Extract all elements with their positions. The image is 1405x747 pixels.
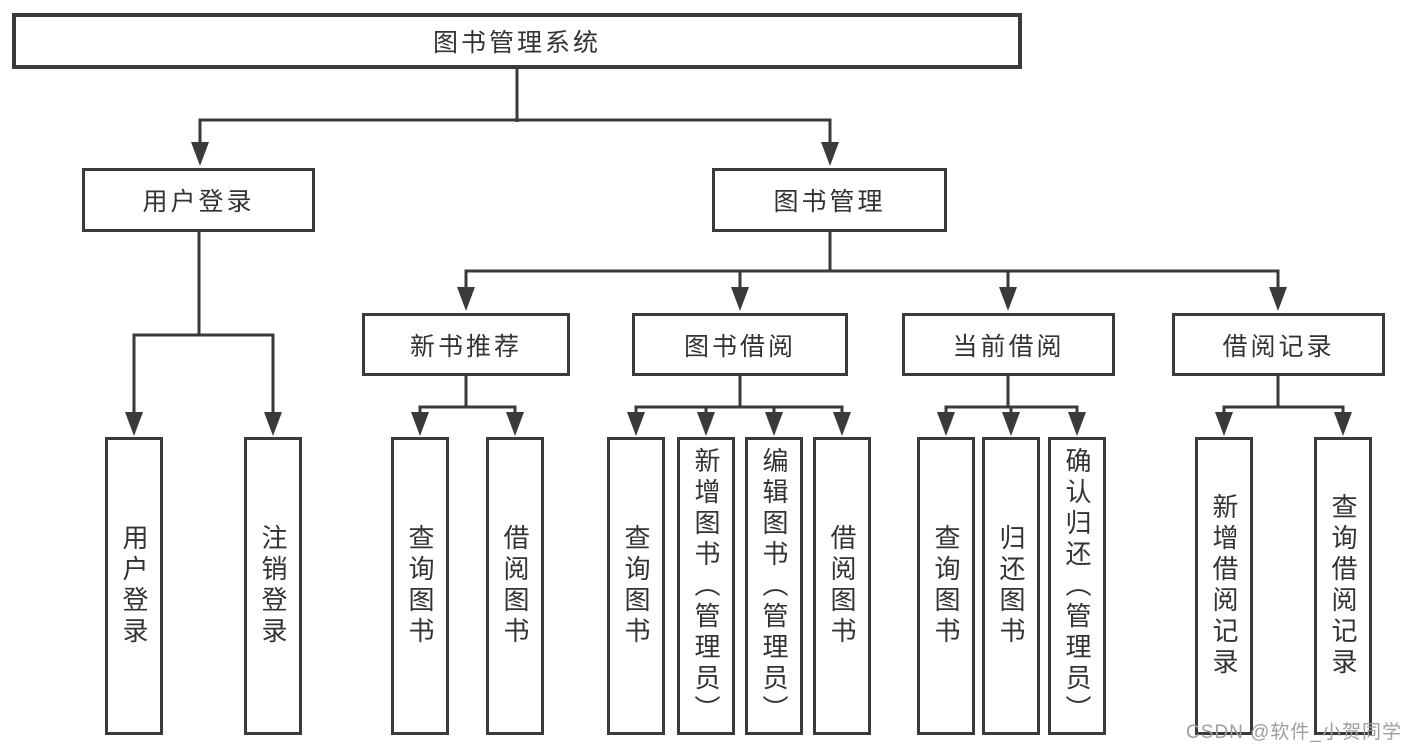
- leaf-current-query-books: 查询图书: [917, 437, 975, 735]
- leaf-records-add: 新增借阅记录: [1195, 437, 1253, 735]
- leaf-label: 归还图书: [996, 524, 1026, 648]
- leaf-label: 查询借阅记录: [1328, 493, 1358, 679]
- node-current-borrow: 当前借阅: [902, 313, 1115, 376]
- connector-new-books-to-leaves: [411, 376, 524, 436]
- leaf-user-login: 用户登录: [105, 437, 163, 735]
- leaf-label: 新增借阅记录: [1209, 493, 1239, 679]
- leaf-new-books-query: 查询图书: [391, 437, 449, 735]
- connector-book-borrow-to-leaves: [627, 376, 851, 436]
- connector-book-mgmt-to-level3: [457, 232, 1287, 311]
- leaf-label: 新增图书（管理员）: [691, 446, 721, 726]
- leaf-current-return-books: 归还图书: [982, 437, 1040, 735]
- node-user-login: 用户登录: [82, 168, 315, 232]
- node-label: 图书管理系统: [432, 29, 601, 57]
- leaf-records-query: 查询借阅记录: [1314, 437, 1372, 735]
- node-label: 图书管理: [773, 188, 886, 216]
- connector-user-login-to-leaves: [125, 232, 282, 436]
- leaf-new-books-borrow: 借阅图书: [486, 437, 544, 735]
- connector-current-borrow-to-leaves: [937, 376, 1086, 436]
- leaf-label: 查询图书: [621, 524, 651, 648]
- connector-borrow-records-to-leaves: [1215, 376, 1352, 436]
- leaf-label: 查询图书: [405, 524, 435, 648]
- node-book-management: 图书管理: [712, 168, 947, 232]
- leaf-label: 借阅图书: [500, 524, 530, 648]
- leaf-borrow-edit-books-admin: 编辑图书（管理员）: [745, 437, 803, 735]
- leaf-label: 编辑图书（管理员）: [759, 446, 789, 726]
- node-borrow-records: 借阅记录: [1172, 313, 1385, 376]
- node-book-borrow: 图书借阅: [632, 313, 848, 376]
- node-label: 用户登录: [142, 188, 255, 216]
- leaf-borrow-add-books-admin: 新增图书（管理员）: [677, 437, 735, 735]
- leaf-label: 查询图书: [931, 524, 961, 648]
- leaf-borrow-query-books: 查询图书: [607, 437, 665, 735]
- csdn-watermark: CSDN @软件_小贺同学: [1186, 722, 1402, 743]
- leaf-logout-login: 注销登录: [244, 437, 302, 735]
- node-label: 借阅记录: [1222, 332, 1335, 361]
- connector-root-to-level2: [191, 68, 839, 166]
- leaf-label: 确认归还（管理员）: [1062, 446, 1092, 726]
- node-new-book-recommend: 新书推荐: [362, 313, 570, 376]
- leaf-label: 用户登录: [119, 524, 149, 648]
- leaf-label: 借阅图书: [827, 524, 857, 648]
- node-label: 当前借阅: [952, 332, 1065, 361]
- leaf-borrow-borrow-books: 借阅图书: [813, 437, 871, 735]
- leaf-label: 注销登录: [258, 524, 288, 648]
- node-root-library-system: 图书管理系统: [12, 13, 1022, 69]
- leaf-current-confirm-return-admin: 确认归还（管理员）: [1048, 437, 1106, 735]
- node-label: 新书推荐: [409, 332, 522, 361]
- node-label: 图书借阅: [683, 332, 796, 361]
